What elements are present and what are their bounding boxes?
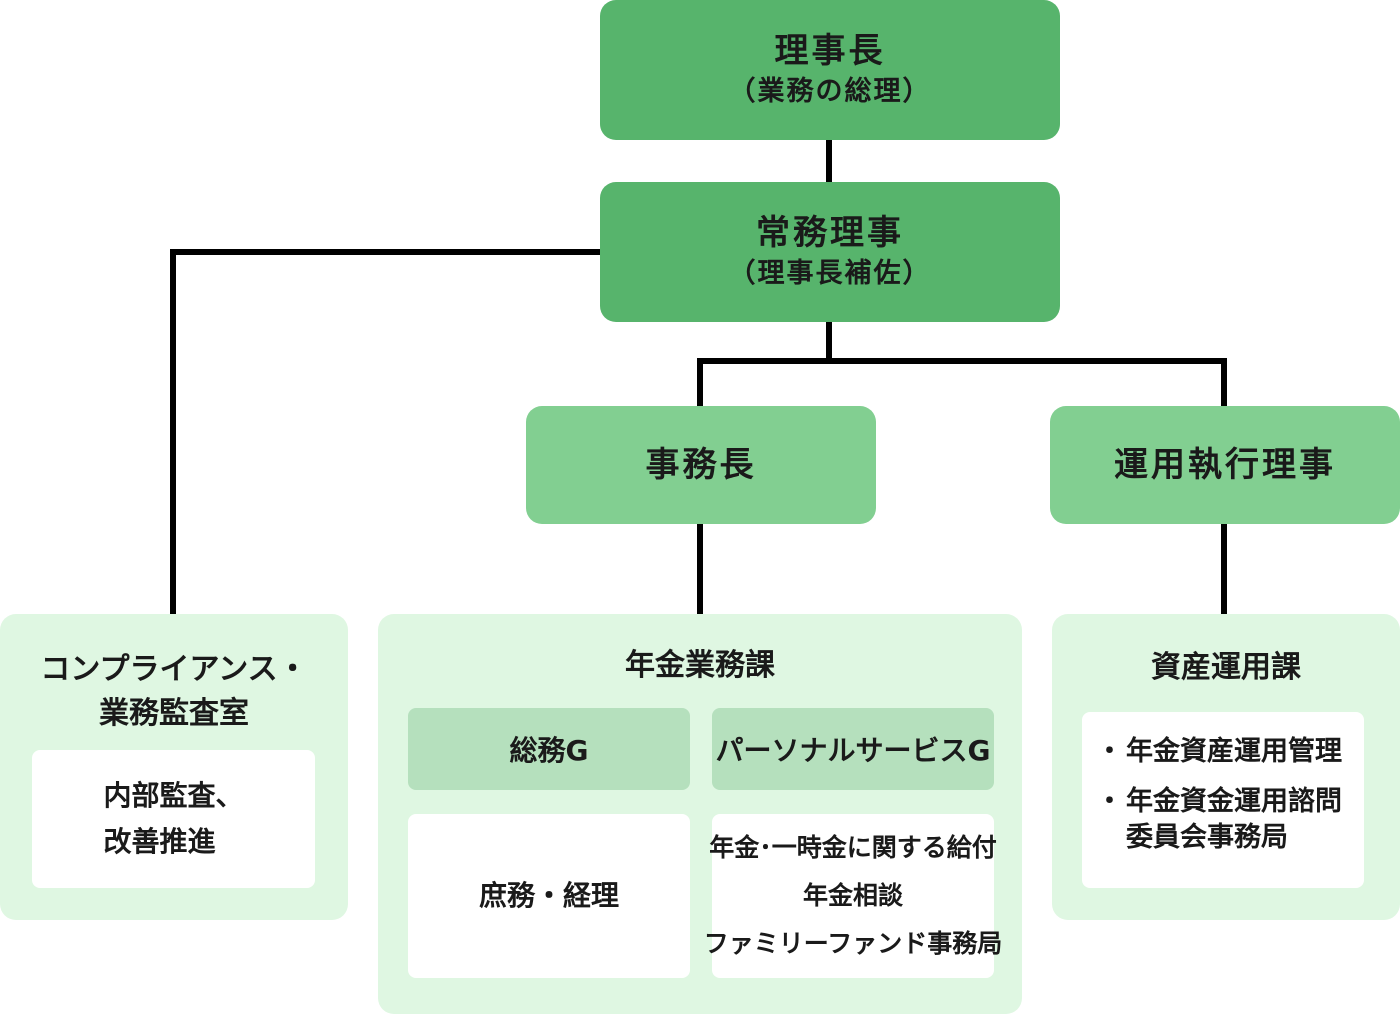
secretary-general-box: 事務長: [526, 406, 876, 524]
general-affairs-duties-box: 庶務・経理: [408, 814, 690, 978]
general-affairs-duty: 庶務・経理: [478, 879, 619, 912]
executive-director-role: （理事長補佐）: [728, 258, 932, 289]
executive-director-box: 常務理事 （理事長補佐）: [600, 182, 1060, 322]
chairman-box: 理事長 （業務の総理）: [600, 0, 1060, 140]
general-affairs-group-name: 総務G: [509, 734, 589, 767]
compliance-duties: 内部監査、 改善推進: [103, 773, 243, 865]
secretary-general-title: 事務長: [645, 445, 757, 485]
executive-director-title: 常務理事: [756, 213, 904, 253]
compliance-title-line1: コンプライアンス・: [40, 652, 308, 687]
compliance-title: コンプライアンス・ 業務監査室: [0, 648, 348, 736]
personal-service-duty-consultation: 年金相談: [802, 881, 903, 910]
asset-section-title: 資産運用課: [1151, 650, 1301, 685]
asset-duty-management: 年金資産運用管理: [1092, 734, 1364, 770]
asset-duties-list: 年金資産運用管理 年金資金運用諮問 委員会事務局: [1092, 734, 1364, 856]
general-affairs-group-header: 総務G: [408, 708, 690, 790]
personal-service-duty-benefits: 年金･一時金に関する給付: [709, 833, 997, 862]
compliance-title-line2: 業務監査室: [99, 696, 249, 731]
pension-section-title: 年金業務課: [625, 648, 775, 683]
compliance-duties-line2: 改善推進: [103, 825, 216, 858]
compliance-duties-line1: 内部監査、: [103, 779, 244, 812]
personal-service-group-header: パーソナルサービスG: [712, 708, 994, 790]
asset-duties-box: 年金資産運用管理 年金資金運用諮問 委員会事務局: [1082, 712, 1364, 888]
pension-section: 年金業務課 総務G パーソナルサービスG 庶務・経理 年金･一時金に関する給付 …: [378, 614, 1022, 1014]
asset-section: 資産運用課 年金資産運用管理 年金資金運用諮問 委員会事務局: [1052, 614, 1400, 920]
personal-service-group-name: パーソナルサービスG: [715, 734, 991, 767]
investment-director-box: 運用執行理事: [1050, 406, 1400, 524]
personal-service-duties-box: 年金･一時金に関する給付 年金相談 ファミリーファンド事務局: [704, 814, 1002, 978]
compliance-duties-box: 内部監査、 改善推進: [32, 750, 315, 888]
compliance-section: コンプライアンス・ 業務監査室 内部監査、 改善推進: [0, 614, 348, 920]
line-executive-to-compliance: [170, 249, 600, 615]
investment-director-title: 運用執行理事: [1114, 445, 1336, 485]
chairman-role: （業務の総理）: [728, 76, 932, 107]
personal-service-duty-family-fund: ファミリーファンド事務局: [703, 929, 1003, 958]
chairman-title: 理事長: [774, 31, 886, 71]
asset-duty-committee: 年金資金運用諮問 委員会事務局: [1092, 784, 1364, 856]
